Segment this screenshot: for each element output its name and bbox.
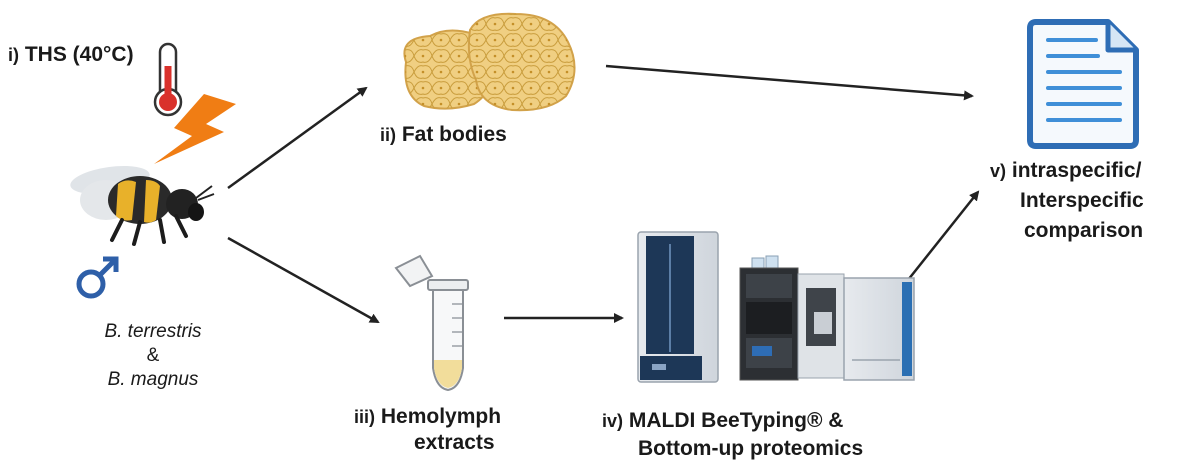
step-i-label: i) THS (40°C) xyxy=(8,42,134,68)
step-iv-line1: MALDI BeeTyping® & xyxy=(628,409,844,432)
step-iii-number: iii) xyxy=(354,407,375,427)
lightning-icon xyxy=(154,94,236,164)
male-symbol-icon xyxy=(76,256,119,299)
bumblebee-icon xyxy=(70,165,215,246)
arrow-proteomics-to-comparison xyxy=(907,190,980,281)
step-v-line2: Interspecific xyxy=(1020,189,1144,212)
step-ii-label: ii) Fat bodies xyxy=(380,122,507,148)
step-iv-label: iv) MALDI BeeTyping® & xyxy=(602,408,843,434)
step-i-text: THS (40°C) xyxy=(24,43,134,66)
document-icon xyxy=(1027,19,1139,149)
thermometer-icon xyxy=(153,42,183,117)
fat-body-tissue-icon xyxy=(403,12,576,112)
arrow-bee-to-hemolymph xyxy=(227,236,380,324)
step-iii-label: iii) Hemolymph xyxy=(354,404,501,430)
step-v-line1: intraspecific/ xyxy=(1011,159,1142,182)
arrow-bee-to-fat xyxy=(227,86,368,190)
step-i-number: i) xyxy=(8,45,19,65)
species-b-terrestris: B. terrestris xyxy=(104,321,202,342)
step-iv-number: iv) xyxy=(602,411,624,431)
arrow-fat-to-comparison xyxy=(605,64,974,101)
step-ii-text: Fat bodies xyxy=(401,123,507,146)
step-ii-number: ii) xyxy=(380,125,396,145)
eppendorf-tube-icon xyxy=(394,254,469,392)
step-v-number: v) xyxy=(990,161,1007,181)
species-ampersand: & xyxy=(146,345,160,366)
step-iv-line2: Bottom-up proteomics xyxy=(638,437,864,460)
lc-ms-instrument-icon xyxy=(739,255,915,381)
maldi-instrument-icon xyxy=(637,231,719,383)
step-v-line3: comparison xyxy=(1024,219,1144,242)
species-b-magnus: B. magnus xyxy=(107,369,199,390)
step-iii-line2: extracts xyxy=(414,431,495,454)
step-v-label: v) intraspecific/ xyxy=(990,158,1141,184)
step-iii-line1: Hemolymph xyxy=(380,405,502,428)
